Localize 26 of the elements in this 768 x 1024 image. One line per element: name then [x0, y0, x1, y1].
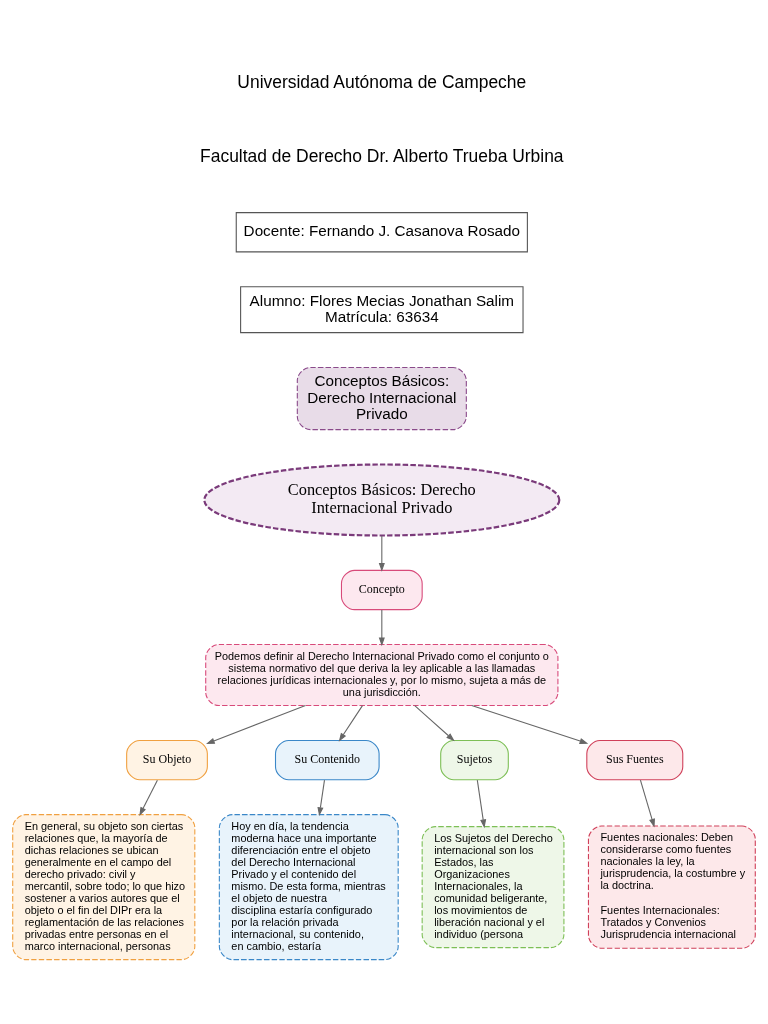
arrow [338, 705, 363, 742]
node-box: Concepto [340, 569, 423, 611]
node-ellipse: Conceptos Básicos: Derecho Internacional Privado [203, 463, 561, 537]
node-box: Podemos definir al Derecho Internacional Privado como el conjunto o sistema normativo del que deriva la ley aplicable a las llamadas relaciones jurídicas internacionales y, por lo mismo, sujeta a más de una jurisdicción. [205, 643, 559, 707]
node-box: Su Objeto [126, 739, 208, 781]
arrow [378, 535, 385, 572]
node-box: Los Sujetos del Derecho internacional son los Estados, las Organizaciones Internacionales, la comunidad beligerante, los movimientos de liberación nacional y el individuo (persona [421, 826, 565, 949]
node-box: Conceptos Básicos: Derecho Internacional Privado [296, 366, 467, 431]
arrow [476, 779, 487, 829]
node-box: Su Contenido [274, 739, 380, 781]
label: Universidad Autónoma de Campeche [237, 72, 527, 93]
node-box: Hoy en día, la tendencia moderna hace una importante diferenciación entre el objeto del Derecho Internacional Privado y el contenido del mismo. De esta forma, mientras el objeto de nuestra disciplina estaría configurado por la relación privada internacional, su contenido, en cambio, estaría [218, 814, 399, 961]
arrow [139, 779, 158, 816]
node-box: En general, su objeto son ciertas relaciones que, la mayoría de dichas relaciones se ubican generalmente en el campo del derecho privado: civil y mercantil, sobre todo; lo que hizo sostener a varios autores que el objeto o el fin del DIPr era la reglamentación de las relaciones privadas entre personas en el marco internacional, personas [12, 814, 196, 961]
arrow [471, 705, 589, 744]
arrow [317, 779, 326, 817]
arrow [639, 779, 655, 828]
node-box: Fuentes nacionales: Deben considerarse como fuentes nacionales la ley, la jurisprudencia, la costumbre y la doctrina. Fuentes Internacionales: Tratados y Convenios Jurisprudencia internacional [587, 825, 756, 949]
node-box: Docente: Fernando J. Casanova Rosado [235, 212, 528, 253]
arrow [206, 705, 307, 744]
node-box: Sus Fuentes [586, 739, 684, 781]
node-box: Sujetos [440, 739, 509, 781]
label: Facultad de Derecho Dr. Alberto Trueba Urbina [200, 146, 564, 167]
arrow [378, 609, 385, 647]
node-box: Alumno: Flores Mecias Jonathan Salim Matrícula: 63634 [240, 286, 524, 334]
arrow [414, 705, 455, 742]
